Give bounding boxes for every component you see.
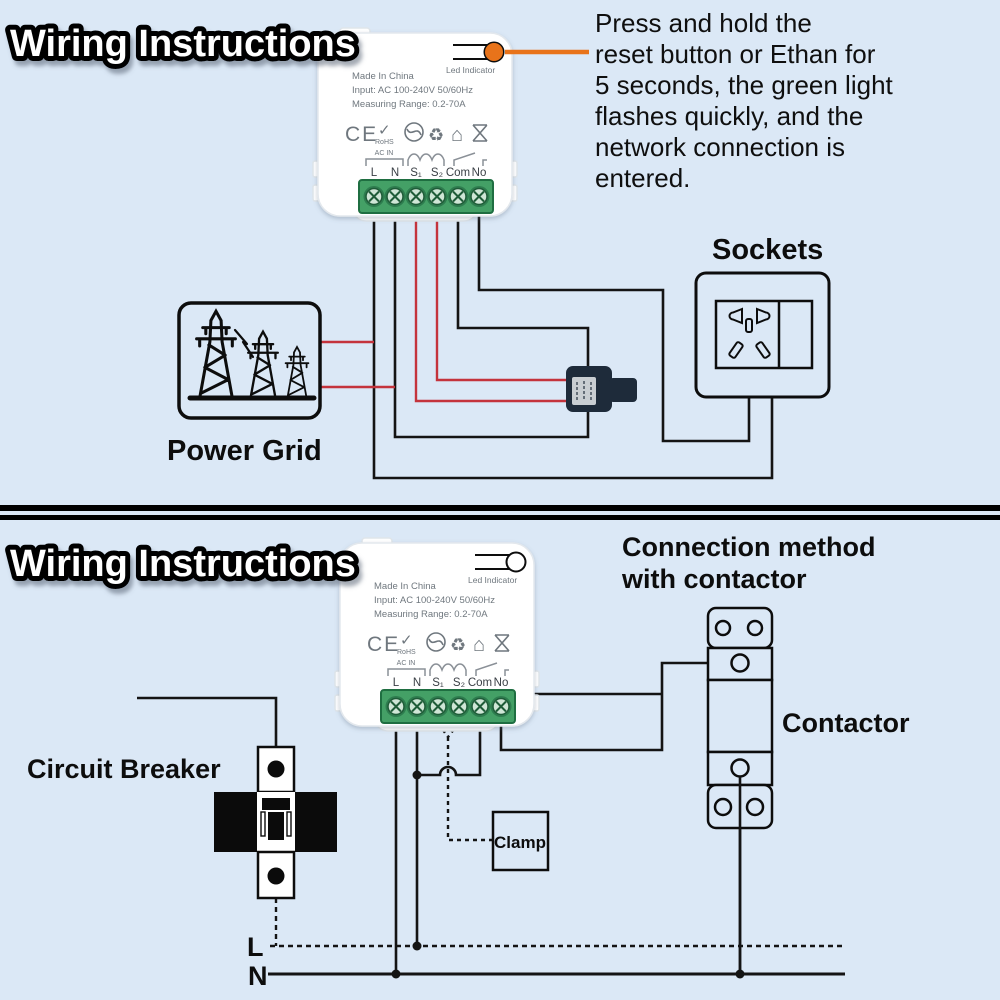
top-panel-wires [372, 213, 774, 480]
clamp-box: Clamp [491, 810, 550, 872]
reset-button-icon[interactable] [475, 551, 527, 573]
svg-text:S₂: S₂ [453, 677, 465, 689]
terminal-block [358, 179, 494, 214]
made-in-label: Made In China [374, 581, 437, 592]
led-indicator-label: Led Indicator [468, 575, 517, 585]
wire-breaker-mains [137, 696, 278, 747]
svg-text:S₁: S₁ [432, 677, 444, 689]
contactor-label: Contactor [782, 708, 910, 738]
contactor-heading: Connection method with contactor [621, 532, 875, 594]
recycle-icon: ♻ [450, 635, 466, 655]
line-n-label: N [248, 961, 268, 991]
clamp-label: Clamp [494, 833, 546, 852]
wire-no-to-socket [477, 213, 751, 443]
svg-text:S₂: S₂ [431, 167, 443, 179]
rohs-check-icon: ✓ [400, 632, 413, 649]
transmission-towers-icon [187, 308, 317, 401]
socket-box [694, 271, 831, 399]
svg-text:network connection is: network connection is [595, 132, 845, 162]
panel-divider [0, 505, 1000, 520]
svg-text:Com: Com [468, 677, 492, 689]
range-label: Measuring Range: 0.2-70A [352, 99, 466, 110]
wire-n-to-plug [393, 213, 590, 439]
top-title: Wiring Instructions Wiring Instructions [5, 18, 361, 70]
svg-text:reset button or Ethan for: reset button or Ethan for [595, 39, 876, 69]
ce-icon: CE [345, 123, 378, 146]
range-label: Measuring Range: 0.2-70A [374, 609, 488, 620]
svg-text:Press and hold the: Press and hold the [595, 8, 812, 38]
wire-no-to-contactor [499, 661, 731, 752]
power-grid-box [177, 301, 322, 420]
svg-text:N: N [413, 677, 421, 689]
made-in-label: Made In China [352, 71, 415, 82]
ce-icon: CE [367, 633, 400, 656]
svg-text:S₁: S₁ [410, 167, 422, 179]
smart-switch-device-bottom: Led Indicator Made In China Input: AC 10… [334, 537, 540, 732]
svg-text:Com: Com [446, 167, 470, 179]
smart-switch-device-top: Led Indicator Made In China Input: AC 10… [312, 27, 518, 222]
green-dot-icon [426, 632, 446, 652]
ac-in-label: AC IN [397, 660, 416, 667]
svg-text:entered.: entered. [595, 163, 690, 193]
svg-text:L: L [371, 167, 378, 179]
svg-text:flashes quickly, and the: flashes quickly, and the [595, 101, 863, 131]
green-dot-icon [404, 122, 424, 142]
svg-text:Wiring Instructions: Wiring Instructions [10, 543, 356, 585]
input-label: Input: AC 100-240V 50/60Hz [374, 595, 495, 606]
bottom-title: Wiring Instructions Wiring Instructions [5, 538, 361, 590]
cert-icons-row: CE ✓ RoHS ♻ ⌂ [345, 122, 488, 146]
line-l-label: L [247, 932, 264, 962]
recycle-icon: ♻ [428, 125, 444, 145]
hourglass-icon [472, 124, 488, 142]
socket-holes-icon [728, 307, 771, 359]
wire-s2-red [435, 213, 566, 382]
wire-com-to-plug [456, 213, 590, 366]
terminal-symbols [365, 152, 487, 166]
cert-icons-row: CE ✓ RoHS ♻ ⌂ [367, 632, 510, 656]
svg-text:Wiring Instructions: Wiring Instructions [10, 543, 356, 585]
ac-in-label: AC IN [375, 150, 394, 157]
svg-text:Connection method: Connection method [622, 532, 875, 562]
reset-led-dot [485, 43, 503, 61]
svg-text:N: N [391, 167, 399, 179]
rohs-check-icon: ✓ [378, 122, 391, 139]
svg-text:L: L [393, 677, 400, 689]
wire-l-to-socket [372, 213, 774, 480]
sockets-label: Sockets [712, 234, 823, 266]
svg-text:Wiring Instructions: Wiring Instructions [10, 23, 356, 65]
terminal-block [380, 689, 516, 724]
svg-text:Wiring Instructions: Wiring Instructions [10, 23, 356, 65]
house-icon: ⌂ [473, 634, 485, 656]
rohs-label: RoHS [375, 139, 394, 146]
svg-text:with contactor: with contactor [621, 564, 807, 594]
plug-icon [566, 366, 637, 412]
terminal-labels: L N S₁ S₂ Com No [393, 677, 509, 689]
power-grid-label: Power Grid [167, 435, 322, 467]
circuit-breaker-label: Circuit Breaker [27, 754, 221, 784]
wire-s1s2-clamp [437, 722, 493, 842]
top-panel-red-wires [320, 213, 566, 403]
terminal-symbols [387, 662, 509, 676]
svg-text:No: No [494, 677, 509, 689]
junction-dots [391, 770, 745, 979]
hourglass-icon [494, 634, 510, 652]
house-icon: ⌂ [451, 124, 463, 146]
circuit-breaker-icon [214, 745, 337, 900]
terminal-labels: L N S₁ S₂ Com No [371, 167, 487, 179]
led-indicator-label: Led Indicator [446, 65, 495, 75]
input-label: Input: AC 100-240V 50/60Hz [352, 85, 473, 96]
svg-text:5 seconds, the green light: 5 seconds, the green light [595, 70, 894, 100]
reset-note: Press and hold the reset button or Ethan… [595, 8, 894, 193]
wire-s1-red [414, 213, 566, 403]
svg-text:No: No [472, 167, 487, 179]
rohs-label: RoHS [397, 649, 416, 656]
wire-com-jumper [417, 723, 482, 777]
